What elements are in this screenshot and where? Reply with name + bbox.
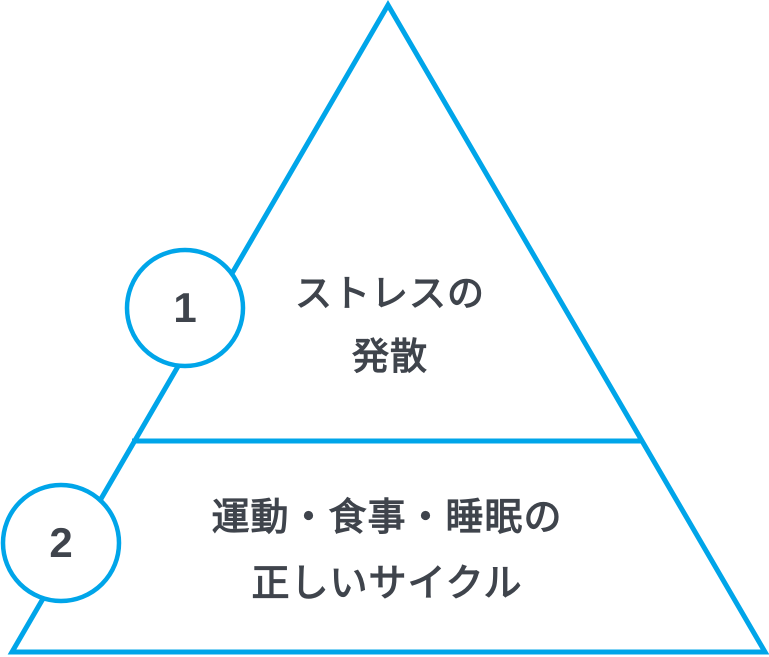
level1-badge-circle <box>124 247 246 369</box>
level1-label-line1: ストレスの <box>295 273 485 314</box>
level2-number: 2 <box>49 519 73 566</box>
level2-label-line1: 運動・食事・睡眠の <box>211 497 563 539</box>
level1-label-line2: 発散 <box>352 336 428 377</box>
level2-label: 運動・食事・睡眠の 正しいサイクル <box>211 485 562 617</box>
level1-number: 1 <box>173 284 197 331</box>
level2-badge-circle <box>0 482 122 604</box>
level1-label: ストレスの 発散 <box>295 262 485 388</box>
level2-label-line2: 正しいサイクル <box>251 563 523 605</box>
